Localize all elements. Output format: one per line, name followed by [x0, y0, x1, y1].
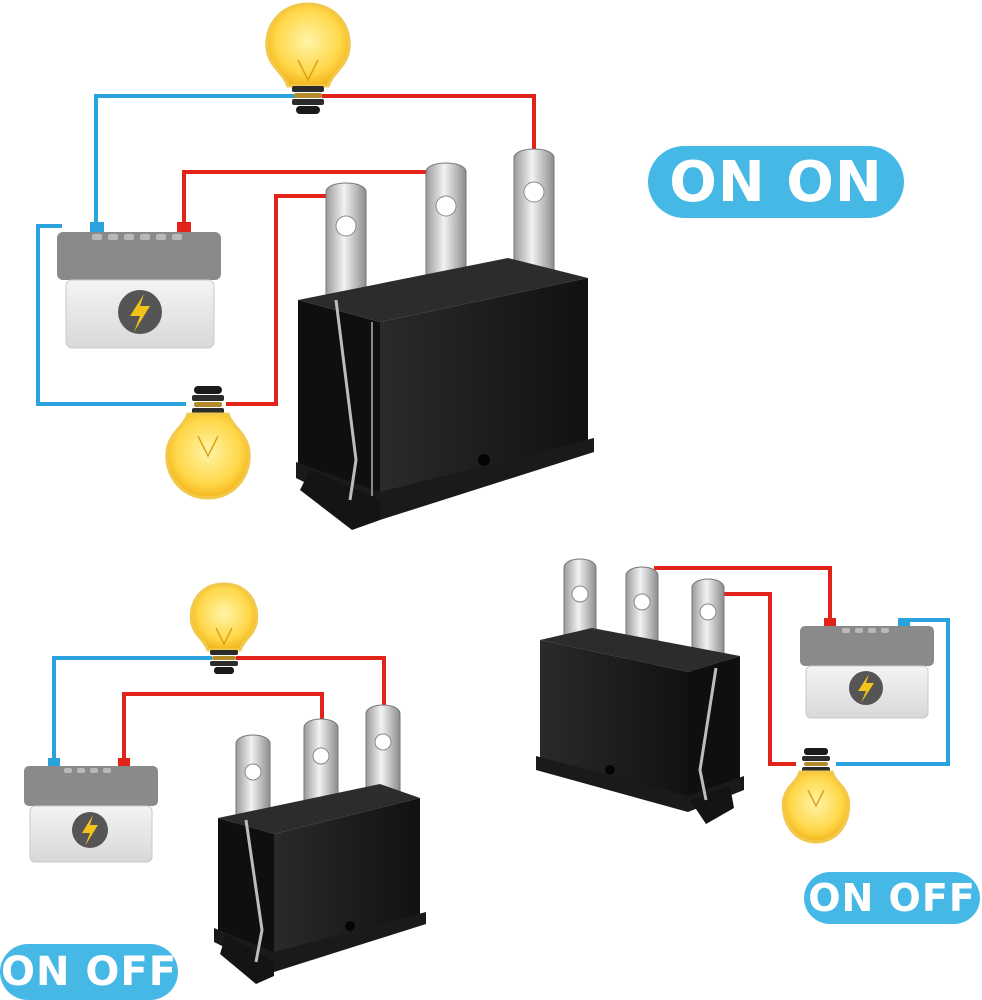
lightning-bolt-icon — [82, 815, 98, 846]
positive-wire — [182, 170, 438, 230]
positive-wire — [322, 94, 536, 160]
lightning-bolt-icon — [130, 294, 150, 332]
mode-label-on-on: ON ON — [648, 146, 904, 218]
rocker-switch-icon — [296, 148, 594, 530]
lightbulb-icon — [781, 748, 851, 844]
positive-wire — [720, 592, 796, 766]
rocker-switch-icon — [214, 704, 426, 984]
negative-wire — [52, 656, 212, 764]
lightning-bolt-icon — [858, 674, 874, 703]
battery-icon — [57, 222, 221, 349]
wiring-bottom-left — [24, 582, 426, 984]
battery-icon — [800, 618, 934, 719]
lightbulb-icon — [165, 386, 251, 500]
negative-wire — [36, 224, 186, 406]
rocker-switch-icon — [536, 558, 744, 824]
wiring-bottom-right — [536, 558, 950, 844]
positive-wire — [226, 194, 340, 406]
positive-wire — [236, 656, 386, 712]
battery-icon — [24, 758, 158, 863]
lightbulb-icon — [189, 582, 259, 674]
mode-label-on-off-left: ON OFF — [0, 944, 178, 1000]
wiring-top — [36, 2, 594, 530]
lightbulb-icon — [265, 2, 351, 114]
positive-wire — [654, 566, 832, 624]
mode-label-on-off-right: ON OFF — [804, 872, 980, 924]
positive-wire — [122, 692, 324, 764]
negative-wire — [94, 94, 300, 230]
